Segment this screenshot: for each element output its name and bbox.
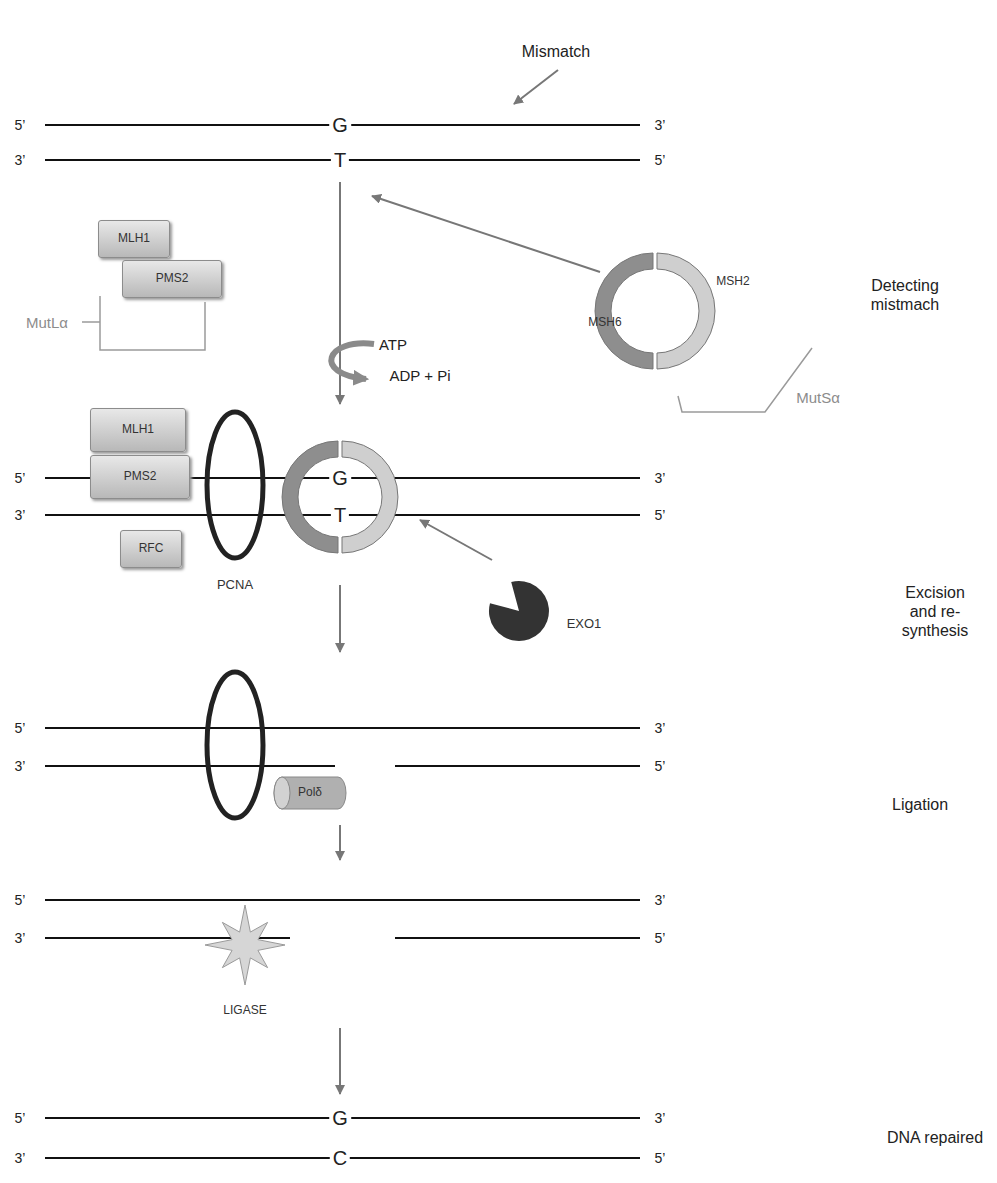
label: 5’ — [655, 152, 666, 169]
label: 3’ — [655, 117, 666, 134]
label: G — [329, 1106, 351, 1130]
node-text: PMS2 — [124, 470, 157, 484]
dna-strands — [45, 125, 640, 1158]
label: 3’ — [655, 1110, 666, 1127]
node-text: LIGASE — [223, 1004, 266, 1018]
arrows — [340, 70, 600, 1094]
label: 3’ — [15, 152, 26, 169]
exo1-symbol: EXO1 — [488, 578, 608, 642]
protein-box: RFC — [120, 530, 182, 568]
label: Excision and re-synthesis — [891, 583, 979, 641]
node-text: MSH6 — [588, 316, 621, 330]
label: 3’ — [655, 470, 666, 487]
label: T — [331, 148, 349, 172]
pcna-clamp — [207, 672, 263, 818]
node-text: PMS2 — [156, 272, 189, 286]
bound-mutsalpha-ring — [282, 441, 398, 553]
label: C — [330, 1146, 350, 1170]
mutsalpha-ring: MSH2MSH6 — [597, 253, 713, 369]
pcna-clamp: PCNA — [200, 408, 270, 598]
label: 5’ — [15, 117, 26, 134]
node-outline — [488, 578, 608, 642]
label: Mismatch — [522, 42, 590, 61]
label: ADP + Pi — [389, 367, 450, 385]
label: Detecting mistmach — [859, 276, 951, 314]
ligase-star: LIGASE — [195, 905, 295, 1023]
node-text: PCNA — [217, 578, 253, 593]
node-text: MLH1 — [122, 423, 154, 437]
label: 5’ — [655, 507, 666, 524]
protein-box: PMS2 — [90, 455, 190, 499]
label: 5’ — [15, 1110, 26, 1127]
label: ATP — [379, 336, 407, 354]
node-outline — [200, 408, 270, 598]
label: MutLα — [26, 314, 68, 332]
label: 5’ — [655, 930, 666, 947]
node-text: MLH1 — [118, 232, 150, 246]
label: 3’ — [15, 930, 26, 947]
label: DNA repaired — [887, 1128, 983, 1147]
label: 3’ — [15, 758, 26, 775]
node-text: Polδ — [298, 786, 322, 800]
protein-box: PMS2 — [122, 260, 222, 298]
polymerase-cylinder: Polδ — [272, 773, 350, 813]
label: T — [331, 503, 349, 527]
label: G — [329, 466, 351, 490]
label: 5’ — [655, 1150, 666, 1167]
label: 5’ — [15, 892, 26, 909]
label: 3’ — [655, 720, 666, 737]
label: 5’ — [655, 758, 666, 775]
label: Ligation — [892, 795, 948, 814]
label: 3’ — [15, 507, 26, 524]
label: G — [329, 113, 351, 137]
node-text: RFC — [139, 542, 164, 556]
label: MutSα — [796, 389, 840, 407]
node-text: MSH2 — [716, 275, 749, 289]
protein-box: MLH1 — [90, 408, 186, 452]
node-text: EXO1 — [567, 617, 602, 632]
label: 3’ — [15, 1150, 26, 1167]
label: 3’ — [655, 892, 666, 909]
label: 5’ — [15, 720, 26, 737]
label: 5’ — [15, 470, 26, 487]
node-outline — [597, 253, 713, 369]
atp-hydrolysis-arrow — [331, 343, 374, 379]
protein-box: MLH1 — [98, 220, 170, 258]
